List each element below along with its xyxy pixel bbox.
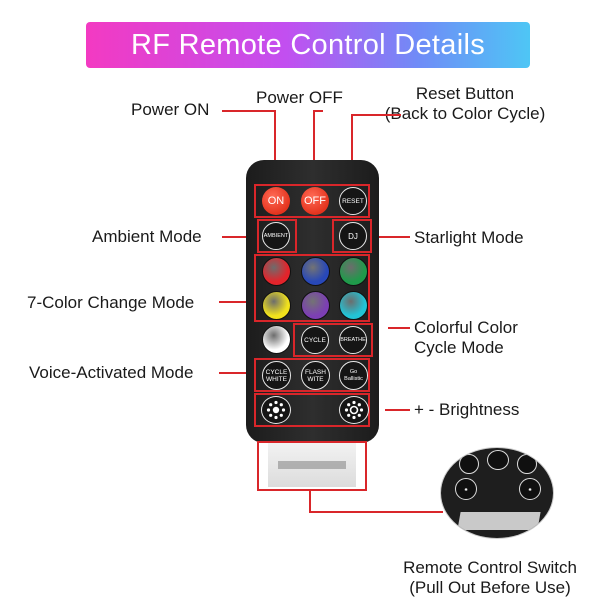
tab-stripe [278, 461, 346, 469]
battery-pull-tab[interactable] [268, 443, 356, 487]
leader-voice [219, 372, 256, 374]
closeup-button-3 [517, 454, 537, 474]
highlight-switch-tab [257, 441, 367, 491]
leader-reset-h [351, 114, 401, 116]
highlight-color-grid [254, 254, 370, 322]
cycle-white-line2: WHITE [266, 375, 287, 383]
go-ballistic-button[interactable]: Go Ballistic [339, 361, 368, 390]
sun-bright-icon [344, 400, 364, 420]
label-reset-line2: (Back to Color Cycle) [384, 104, 546, 123]
highlight-voice-row [254, 358, 370, 392]
label-colorful-line2: Cycle Mode [414, 338, 504, 357]
go-ballistic-line1: Go [349, 368, 358, 375]
label-reset: Reset Button (Back to Color Cycle) [370, 84, 560, 124]
color-blue-button[interactable] [301, 257, 330, 286]
highlight-brightness-row [254, 393, 370, 427]
label-colorful: Colorful Color Cycle Mode [414, 318, 518, 358]
brightness-up-button[interactable] [339, 396, 369, 424]
color-red-button[interactable] [262, 257, 291, 286]
closeup-button-2 [487, 450, 509, 470]
reset-button[interactable]: RESET [339, 187, 367, 215]
leader-starlight [370, 236, 410, 238]
label-brightness: + - Brightness [414, 400, 520, 419]
label-switch: Remote Control Switch (Pull Out Before U… [380, 558, 600, 598]
color-green-button[interactable] [339, 257, 368, 286]
leader-power-off-h [313, 110, 323, 112]
color-white-button[interactable] [262, 325, 291, 354]
page-title: RF Remote Control Details [131, 28, 485, 61]
brightness-down-button[interactable] [261, 396, 291, 424]
label-reset-line1: Reset Button [415, 84, 515, 103]
label-colorful-line1: Colorful Color [414, 318, 518, 337]
closeup-sun-dim-icon: ✺ [455, 478, 477, 500]
cycle-button[interactable]: CYCLE [301, 326, 329, 354]
cycle-white-line1: CYCLE [265, 368, 288, 376]
breathe-button[interactable]: BREATHE [339, 326, 367, 354]
label-starlight: Starlight Mode [414, 228, 524, 247]
on-button[interactable]: ON [262, 187, 290, 215]
flash-white-line1: FLASH [305, 368, 326, 376]
leader-brightness [385, 409, 410, 411]
label-switch-line2: (Pull Out Before Use) [409, 578, 571, 597]
leader-power-on-v [274, 110, 276, 186]
go-ballistic-line2: Ballistic [344, 375, 363, 382]
leader-seven-color [219, 301, 256, 303]
leader-switch-h [309, 511, 443, 513]
dj-button[interactable]: DJ [339, 222, 367, 250]
sun-dim-icon [266, 400, 286, 420]
leader-power-on-h [222, 110, 276, 112]
color-purple-button[interactable] [301, 291, 330, 320]
flash-white-button[interactable]: FLASH WITE [301, 361, 330, 390]
closeup-button-1 [459, 454, 479, 474]
off-button[interactable]: OFF [301, 187, 329, 215]
leader-reset-v [351, 114, 353, 186]
leader-ambient [222, 236, 260, 238]
closeup-sun-bright-icon: ✺ [519, 478, 541, 500]
label-voice: Voice-Activated Mode [29, 363, 194, 382]
closeup-remote-body: ✺ ✺ [441, 448, 553, 538]
highlight-ambient [257, 219, 297, 253]
closeup-pull-tab [457, 512, 541, 530]
color-yellow-button[interactable] [262, 291, 291, 320]
label-seven-color: 7-Color Change Mode [27, 293, 195, 312]
cycle-white-button[interactable]: CYCLE WHITE [262, 361, 291, 390]
color-cyan-button[interactable] [339, 291, 368, 320]
ambient-button[interactable]: AMBIENT [262, 222, 290, 250]
highlight-power-row [254, 184, 370, 218]
label-ambient: Ambient Mode [92, 227, 202, 246]
leader-switch-v [309, 491, 311, 513]
label-switch-line1: Remote Control Switch [403, 558, 577, 577]
highlight-dj [332, 219, 372, 253]
leader-colorful [388, 327, 410, 329]
leader-power-off-v [313, 110, 315, 186]
switch-closeup: ✺ ✺ [440, 447, 554, 539]
title-banner: RF Remote Control Details [86, 22, 530, 68]
label-power-off: Power OFF [256, 88, 343, 107]
label-power-on: Power ON [131, 100, 210, 119]
flash-white-line2: WITE [307, 375, 324, 383]
highlight-cycle-breathe [293, 323, 373, 357]
